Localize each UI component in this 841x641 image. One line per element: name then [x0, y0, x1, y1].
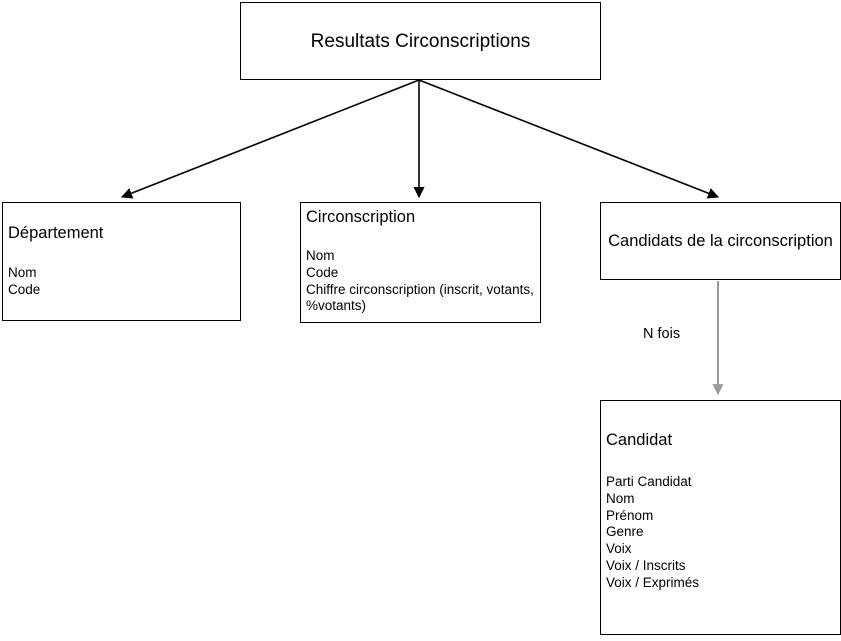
- node-candidat-title: Candidat: [606, 431, 673, 449]
- node-candidat-fields: Parti Candidat Nom Prénom Genre Voix Voi…: [606, 474, 699, 592]
- field-item: Chiffre circonscription (inscrit, votant…: [306, 281, 534, 297]
- node-candidats-de-la-circonscription[interactable]: Candidats de la circonscription: [600, 202, 841, 280]
- field-item: Code: [306, 264, 339, 280]
- field-item: Genre: [606, 524, 644, 540]
- node-departement-title: Département: [8, 224, 104, 242]
- node-departement-fields: Nom Code: [8, 265, 40, 299]
- edge-label-n-fois: N fois: [643, 326, 681, 342]
- node-root-title: Resultats Circonscriptions: [310, 30, 531, 52]
- node-candidats-title: Candidats de la circonscription: [608, 231, 833, 250]
- field-item: Code: [8, 281, 41, 297]
- field-item: Prénom: [606, 507, 654, 523]
- node-candidat[interactable]: Candidat Parti Candidat Nom Prénom Genre…: [600, 400, 841, 635]
- field-item-continued: %votants): [306, 298, 367, 314]
- node-resultats-circonscriptions[interactable]: Resultats Circonscriptions: [240, 2, 601, 80]
- node-departement[interactable]: Département Nom Code: [2, 202, 241, 321]
- field-item: Voix / Exprimés: [606, 574, 700, 590]
- node-circonscription[interactable]: Circonscription Nom Code Chiffre circons…: [300, 202, 541, 323]
- node-circonscription-fields: Nom Code Chiffre circonscription (inscri…: [306, 248, 534, 315]
- edge-root-to-candidats: [418, 79, 720, 199]
- field-item: Nom: [8, 265, 37, 280]
- field-item: Voix / Inscrits: [606, 557, 686, 573]
- field-item: Voix: [606, 541, 632, 557]
- edge-root-to-departement: [120, 79, 420, 199]
- node-circonscription-title: Circonscription: [306, 208, 416, 226]
- field-item: Parti Candidat: [606, 474, 692, 489]
- field-item: Nom: [606, 490, 635, 506]
- field-item: Nom: [306, 248, 335, 263]
